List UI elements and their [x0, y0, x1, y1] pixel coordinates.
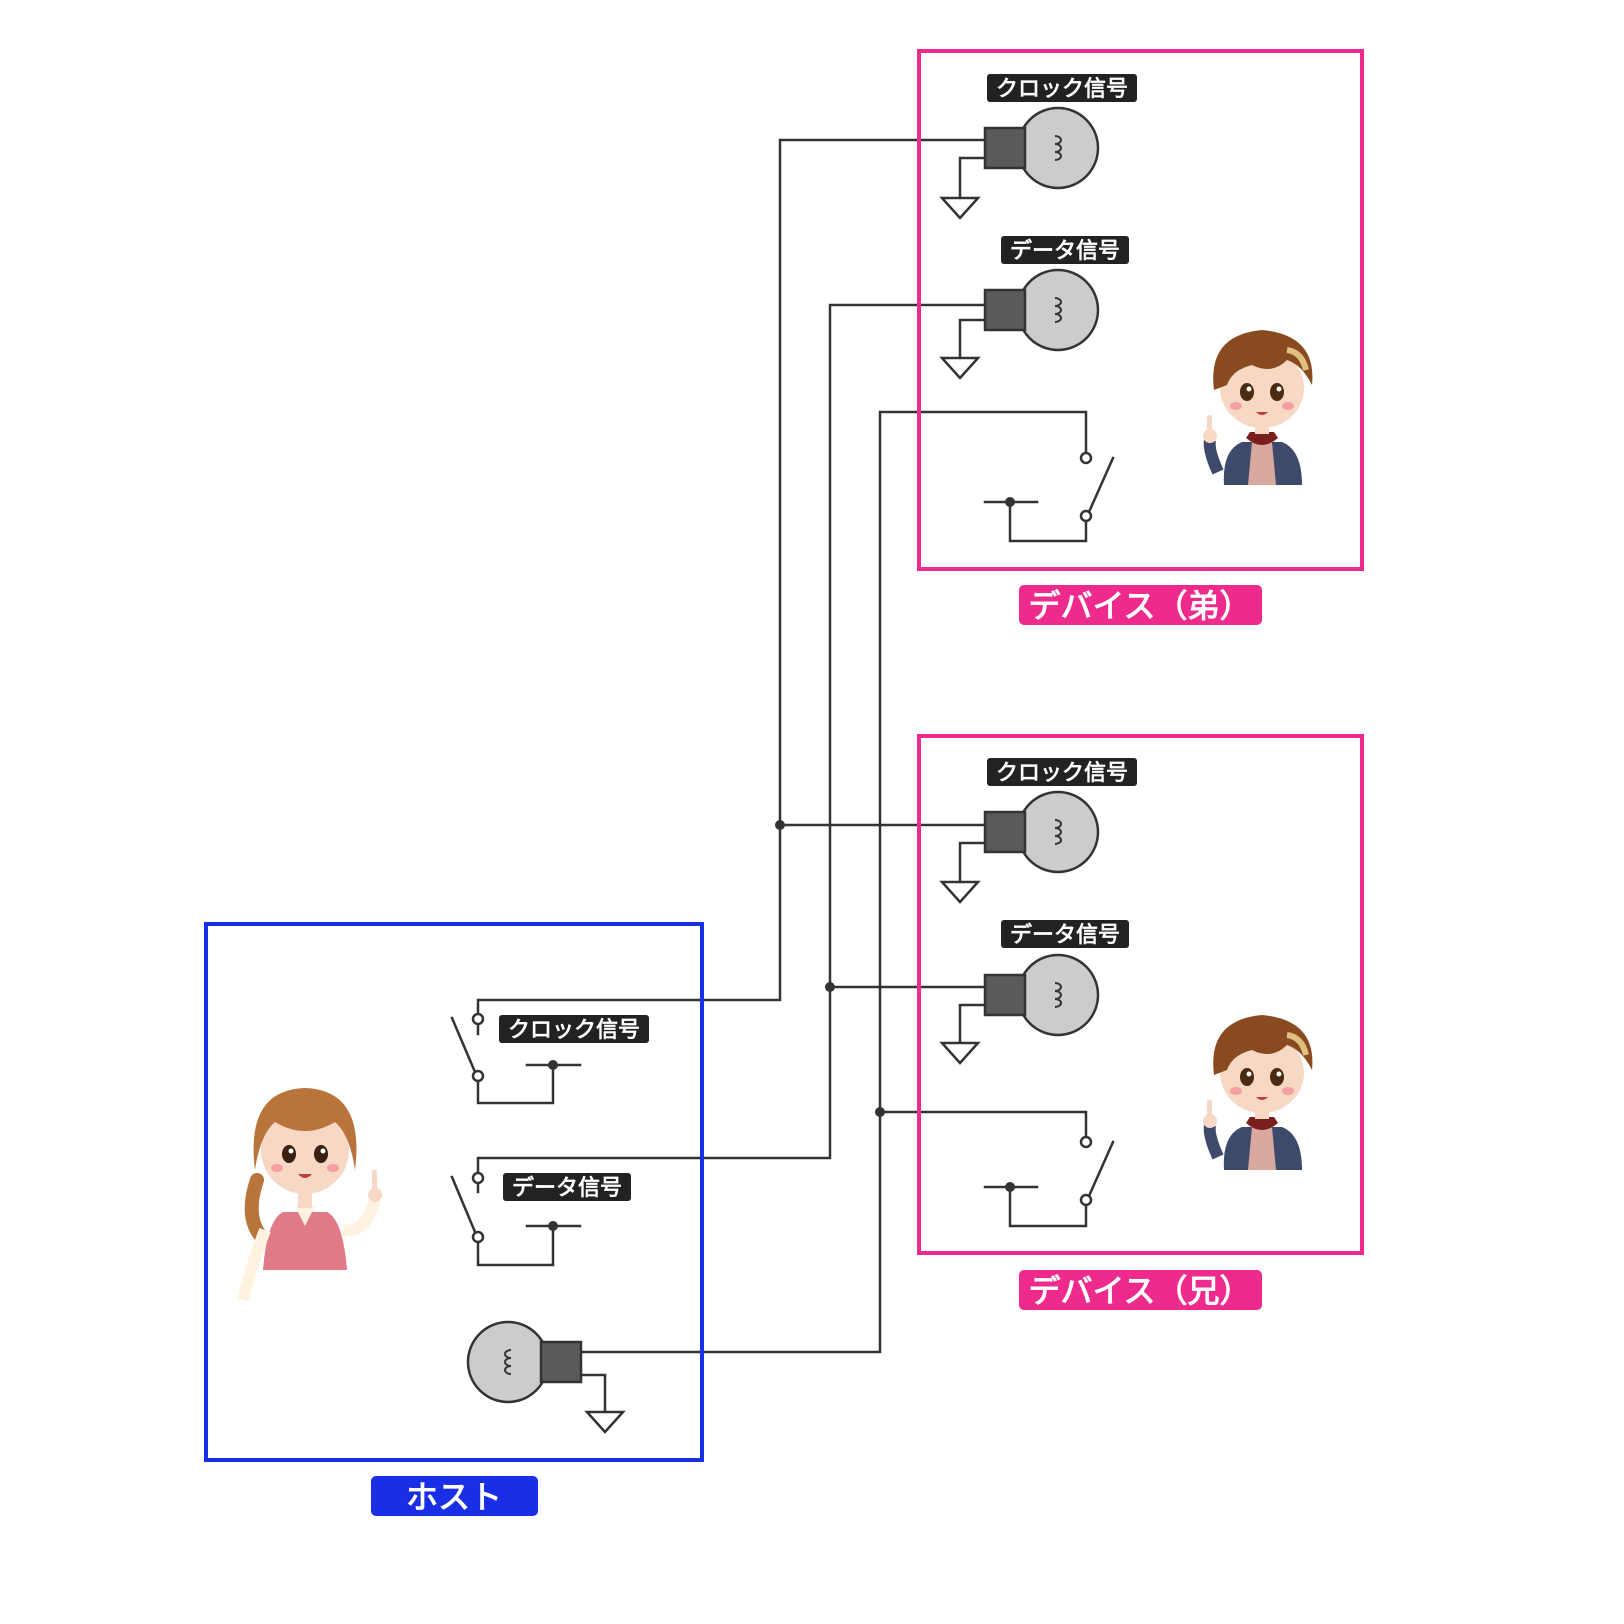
junction-dot	[825, 982, 835, 992]
clock-bulb	[940, 790, 1100, 904]
svg-text:データ信号: データ信号	[512, 1175, 622, 1201]
clock-signal-label: クロック信号	[499, 1015, 649, 1043]
clock-signal-label: クロック信号	[987, 74, 1137, 102]
svg-text:デバイス（兄）: デバイス（兄）	[1028, 1272, 1251, 1310]
svg-text:データ信号: データ信号	[1010, 238, 1120, 264]
clock-switch	[450, 1012, 582, 1105]
boy-character	[1203, 1015, 1312, 1170]
svg-text:ホスト: ホスト	[406, 1478, 502, 1516]
clock-signal-label: クロック信号	[987, 758, 1137, 786]
response-bus-wire	[581, 410, 1088, 1354]
data-signal-label: データ信号	[1001, 920, 1129, 948]
data-switch	[450, 1171, 582, 1267]
data-signal-label: データ信号	[1001, 236, 1129, 264]
data-bulb	[940, 268, 1100, 380]
response-switch	[983, 451, 1115, 543]
bus-wires	[476, 138, 1088, 1354]
clock-bus-wire	[476, 138, 987, 1036]
device-older-title: デバイス（兄）	[1019, 1270, 1262, 1310]
response-branch-older	[878, 1110, 1088, 1144]
svg-text:デバイス（弟）: デバイス（弟）	[1028, 587, 1251, 625]
boy-character	[1203, 330, 1312, 485]
host-title: ホスト	[371, 1476, 538, 1516]
svg-text:クロック信号: クロック信号	[996, 76, 1128, 102]
response-switch	[983, 1135, 1115, 1228]
junction-dot	[875, 1107, 885, 1117]
svg-text:データ信号: データ信号	[1010, 922, 1120, 948]
woman-character	[243, 1088, 382, 1300]
data-bus-wire	[476, 303, 987, 1194]
svg-text:クロック信号: クロック信号	[996, 760, 1128, 786]
junction-dot	[775, 820, 785, 830]
clock-bulb	[940, 106, 1100, 220]
device-younger-box: クロック信号 データ信号	[917, 49, 1364, 571]
data-signal-label: データ信号	[503, 1173, 631, 1201]
device-younger-title: デバイス（弟）	[1019, 585, 1262, 625]
svg-text:クロック信号: クロック信号	[508, 1017, 640, 1043]
host-box: クロック信号 データ信号	[204, 922, 704, 1462]
data-bulb	[940, 953, 1100, 1065]
device-older-box: クロック信号 データ信号	[917, 734, 1364, 1255]
response-bulb	[466, 1320, 625, 1434]
